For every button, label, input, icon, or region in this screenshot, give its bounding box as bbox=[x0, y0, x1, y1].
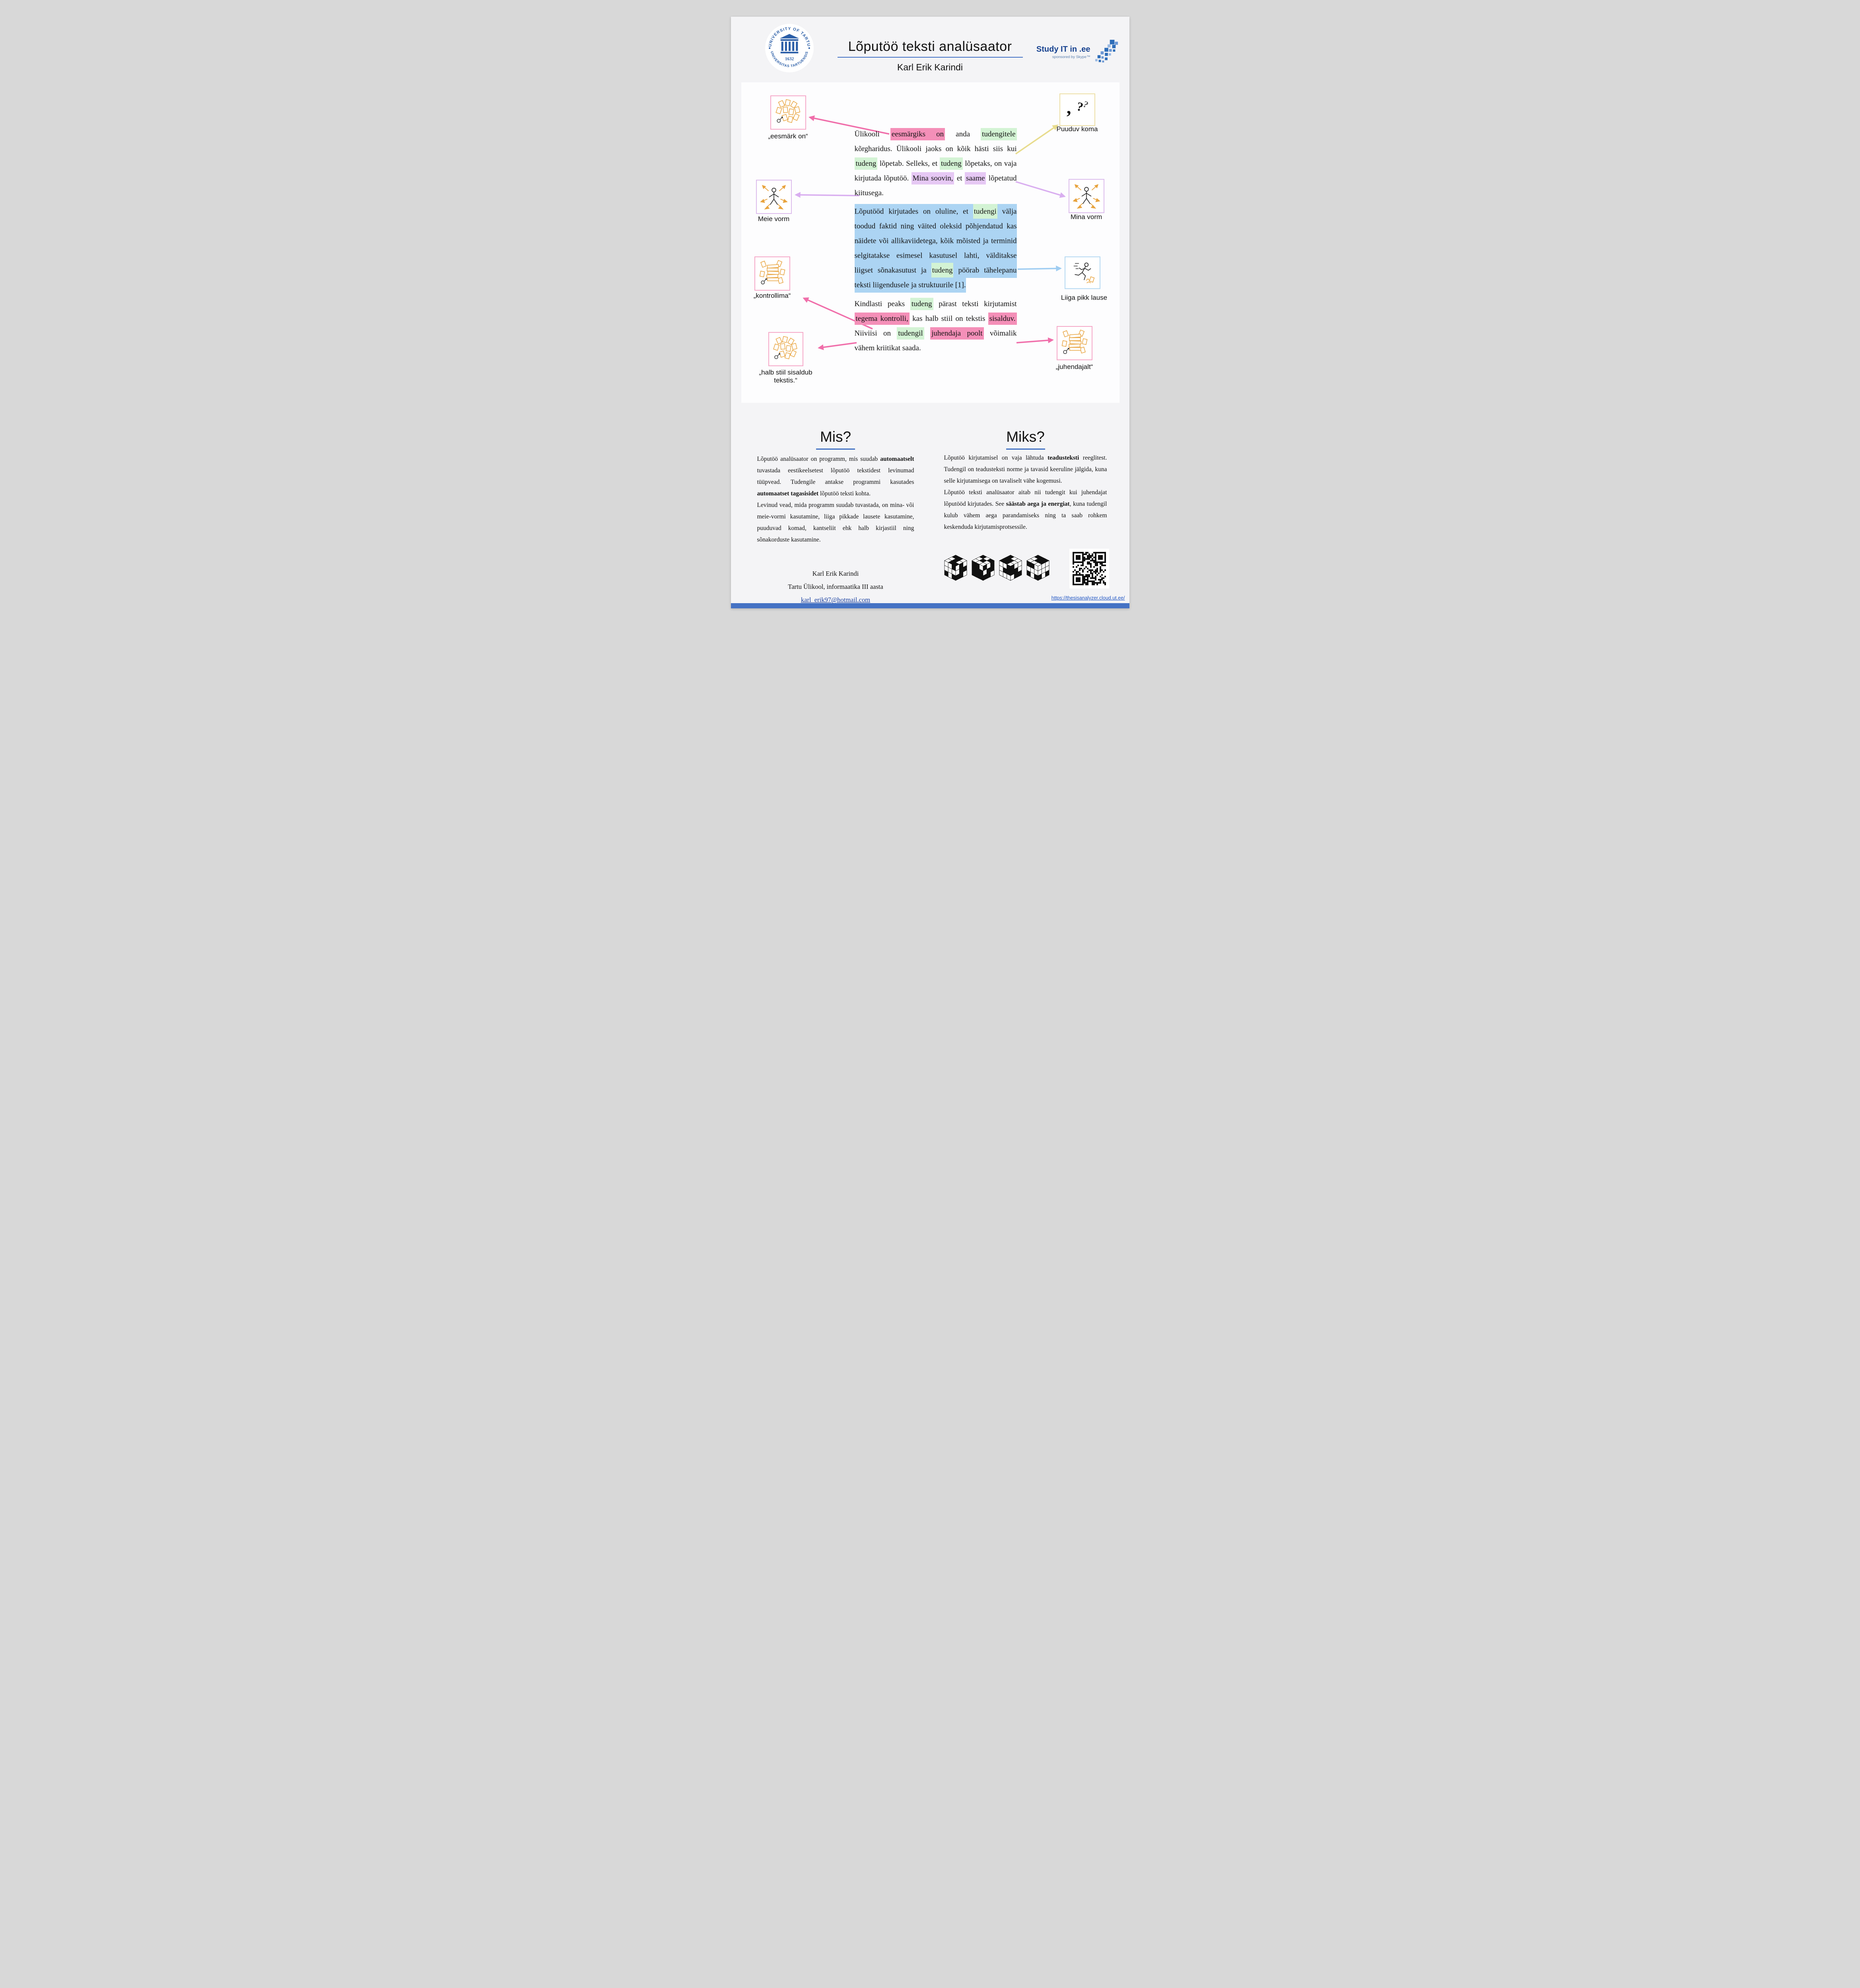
icon-label-mina-vorm: Mina vorm bbox=[1070, 213, 1102, 221]
mis-paragraph-2: Levinud vead, mida programm suudab tuvas… bbox=[757, 502, 914, 543]
section-heading-miks: Miks? bbox=[944, 429, 1107, 450]
site-link[interactable]: https://thesisanalyzer.cloud.ut.ee/ bbox=[1051, 595, 1125, 601]
icon-box-meie-vorm bbox=[756, 180, 792, 214]
credits-author: Karl Erik Karindi bbox=[812, 570, 859, 577]
icon-label-puuduv-koma: Puuduv koma bbox=[1056, 125, 1098, 133]
icon-box-eesmark bbox=[770, 95, 806, 130]
miks-underline bbox=[1006, 448, 1045, 450]
miks-body-text: Lõputöö kirjutamisel on vaja lähtuda tea… bbox=[944, 452, 1107, 533]
page-title: Lõputöö teksti analüsaator bbox=[848, 39, 1012, 54]
page-background: UNIVERSITY OF TARTU UNIVERSITAS TARTUENS… bbox=[711, 0, 1149, 619]
arrow-pikk-lause bbox=[1017, 265, 1062, 272]
icon-label-meie-vorm: Meie vorm bbox=[758, 215, 790, 223]
icon-box-kontrollima bbox=[754, 256, 790, 291]
stick-figure-arrows-icon bbox=[1072, 184, 1100, 209]
university-of-tartu-logo: UNIVERSITY OF TARTU UNIVERSITAS TARTUENS… bbox=[765, 24, 814, 72]
email-link[interactable]: karl_erik97@hotmail.com bbox=[801, 596, 871, 604]
pixel-arrow-icon bbox=[1095, 40, 1118, 63]
rubiks-cube-icon bbox=[1026, 555, 1050, 581]
comma-question-icon: , ? ? bbox=[1066, 97, 1090, 118]
icon-box-halb-stiil bbox=[768, 332, 803, 366]
title-underline bbox=[837, 57, 1023, 58]
paper-stack-icon bbox=[1061, 329, 1087, 354]
scattered-papers-icon bbox=[775, 99, 800, 123]
icon-label-kontrollima: „kontrollima“ bbox=[753, 292, 791, 299]
icon-label-eesmark: „eesmärk on“ bbox=[768, 132, 808, 140]
icon-box-mina-vorm bbox=[1068, 179, 1104, 213]
logo-building-icon bbox=[779, 34, 799, 54]
qr-code bbox=[1069, 549, 1109, 588]
icon-box-juhendajalt bbox=[1056, 326, 1092, 360]
poster: UNIVERSITY OF TARTU UNIVERSITAS TARTUENS… bbox=[731, 17, 1129, 608]
arrow-meie-vorm bbox=[794, 192, 859, 198]
arrow-halb-stiil bbox=[817, 342, 857, 350]
sponsor-name: Study IT in .ee bbox=[1036, 45, 1090, 54]
sponsor-tagline: sponsored by Skype™ bbox=[1052, 55, 1090, 59]
sample-paragraph-1: Ülikooli eesmärgiks on anda tudengitele … bbox=[854, 127, 1017, 200]
rubiks-cube-icon bbox=[999, 555, 1022, 581]
author-subtitle: Karl Erik Karindi bbox=[897, 62, 963, 72]
arrow-mina-vorm bbox=[1015, 181, 1066, 198]
annotated-text-panel: „eesmärk on“ bbox=[741, 82, 1119, 403]
mis-underline bbox=[816, 448, 855, 450]
rubiks-cube-icon bbox=[944, 555, 967, 581]
sponsor-logo: Study IT in .ee sponsored by Skype™ bbox=[1036, 40, 1119, 64]
miks-paragraph-1: Lõputöö kirjutamisel on vaja lähtuda tea… bbox=[944, 454, 1107, 484]
sample-paragraph-2: Lõputööd kirjutades on oluline, et tuden… bbox=[854, 204, 1017, 293]
logo-year: 1632 bbox=[785, 56, 794, 61]
credits-block: Karl Erik Karindi Tartu Ülikool, informa… bbox=[757, 567, 914, 606]
rubiks-cubes-graphic bbox=[944, 554, 1050, 581]
mis-title: Mis? bbox=[820, 429, 851, 445]
sample-text-block: Ülikooli eesmärgiks on anda tudengitele … bbox=[854, 127, 1017, 355]
miks-title: Miks? bbox=[1006, 429, 1045, 445]
sample-paragraph-3: Kindlasti peaks tudeng pärast teksti kir… bbox=[854, 297, 1017, 355]
credits-affiliation: Tartu Ülikool, informaatika III aasta bbox=[788, 583, 883, 590]
mis-paragraph-1: Lõputöö analüsaator on programm, mis suu… bbox=[757, 456, 914, 497]
arrow-juhendajalt bbox=[1016, 337, 1054, 344]
svg-text:?: ? bbox=[1075, 99, 1085, 114]
qr-code-pattern bbox=[1072, 552, 1106, 585]
scattered-papers-icon bbox=[773, 336, 798, 359]
icon-label-pikk-lause: Liiga pikk lause bbox=[1061, 294, 1108, 301]
icon-box-pikk-lause bbox=[1064, 256, 1100, 289]
rubiks-cube-icon bbox=[971, 555, 995, 581]
icon-box-puuduv-koma: , ? ? bbox=[1059, 93, 1095, 126]
mis-body-text: Lõputöö analüsaator on programm, mis suu… bbox=[757, 453, 914, 546]
svg-text:,: , bbox=[1066, 97, 1071, 118]
icon-label-halb-stiil: „halb stiil sisaldub tekstis.“ bbox=[759, 369, 812, 384]
stick-figure-arrows-icon bbox=[760, 184, 788, 210]
running-figure-icon bbox=[1073, 262, 1094, 283]
miks-paragraph-2: Lõputöö teksti analüsaator aitab nii tud… bbox=[944, 489, 1107, 530]
bottom-accent-bar bbox=[731, 603, 1129, 608]
paper-stack-icon bbox=[759, 260, 785, 284]
icon-label-juhendajalt: „juhendajalt“ bbox=[1055, 363, 1093, 371]
section-heading-mis: Mis? bbox=[757, 429, 914, 450]
